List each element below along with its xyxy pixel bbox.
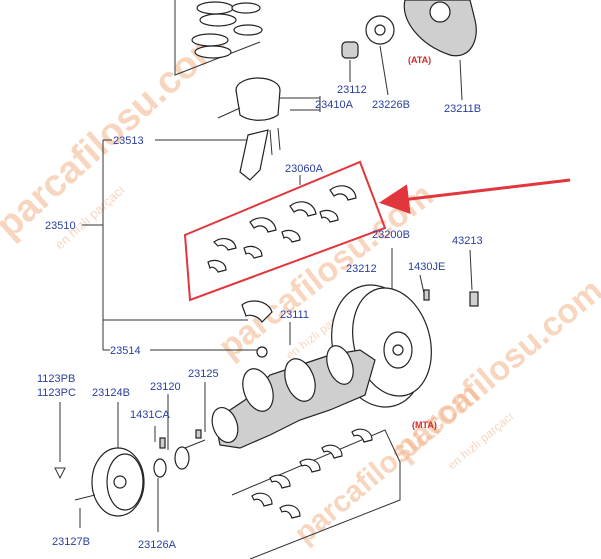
piston xyxy=(217,77,321,121)
label-1123pb: 1123PB xyxy=(37,373,75,385)
label-23410a: 23410A xyxy=(315,99,354,111)
lower-bearing-set xyxy=(231,428,401,559)
label-23510: 23510 xyxy=(45,220,76,232)
label-43213: 43213 xyxy=(452,235,483,247)
label-1431ca: 1431CA xyxy=(130,409,170,421)
label-23124b: 23124B xyxy=(92,387,130,399)
label-23127b: 23127B xyxy=(52,536,90,548)
label-23060a: 23060A xyxy=(285,163,324,175)
label-23200b: 23200B xyxy=(372,229,410,241)
label-23126a: 23126A xyxy=(138,539,177,551)
connecting-rod-group xyxy=(82,127,281,358)
label-23226b: 23226B xyxy=(372,99,410,111)
bearing-set-highlight xyxy=(183,160,387,302)
label-23112: 23112 xyxy=(337,84,367,96)
label-23120: 23120 xyxy=(150,381,181,393)
crankshaft xyxy=(179,322,376,451)
crank-pulley xyxy=(54,382,206,532)
label-23514: 23514 xyxy=(110,345,141,357)
piston-ring-set xyxy=(174,0,263,76)
label-23212: 23212 xyxy=(346,263,377,275)
label-mta: (MTA) xyxy=(412,420,437,430)
part-labels: 23112 23226B 23211B (ATA) 23410A 23513 2… xyxy=(37,55,483,551)
watermark: parcafilosu.com en hızlı parçacı parcafi… xyxy=(0,20,601,550)
label-23513: 23513 xyxy=(113,135,144,147)
label-23125: 23125 xyxy=(188,368,219,380)
label-1123pc: 1123PC xyxy=(37,387,76,399)
label-23211b: 23211B xyxy=(444,103,481,115)
label-ata: (ATA) xyxy=(408,55,431,65)
label-1430je: 1430JE xyxy=(408,261,445,273)
highlight-arrow xyxy=(379,178,571,215)
label-23111: 23111 xyxy=(280,309,309,321)
drive-plate-assembly xyxy=(341,0,477,101)
